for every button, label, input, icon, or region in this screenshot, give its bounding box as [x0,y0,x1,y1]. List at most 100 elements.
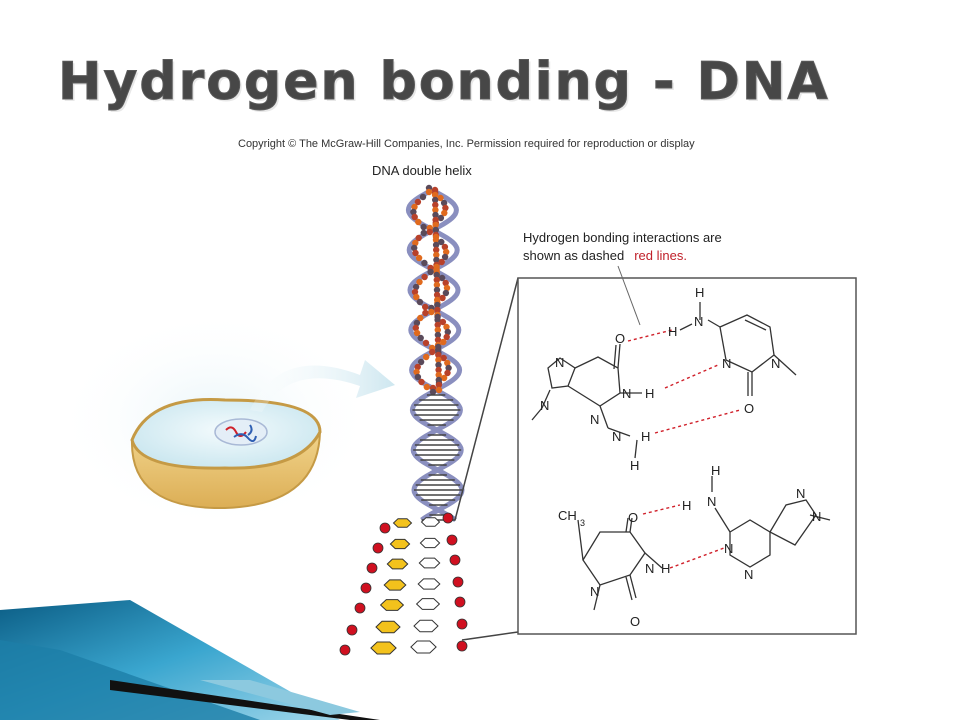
helix-atom [429,348,436,356]
atom-n: N [612,429,621,444]
zoom-line-bottom [461,631,519,641]
helix-atom [426,228,433,236]
phosphate [372,542,384,554]
helix-atom [432,221,439,229]
helix-atom [411,213,418,221]
phosphate [446,534,458,546]
atom-n: N [722,356,731,371]
dna-helix [339,184,468,656]
helix-atom [435,361,442,369]
atom-o: O [615,331,625,346]
atom-h: H [695,285,704,300]
helix-atom [413,319,421,327]
helix-atom [444,328,451,336]
atom-n: N [724,541,733,556]
helix-atom [442,289,450,297]
phosphate [456,640,468,652]
helix-atom [438,238,445,246]
helix-atom [439,294,446,302]
atom-n: N [796,486,805,501]
atom-n: N [771,356,780,371]
base-ring [389,538,411,550]
cell-dish [55,310,375,530]
helix-atom [434,321,441,329]
helix-atom [444,359,451,367]
helix-atom [433,271,440,279]
atom-h: H [630,458,639,473]
helix-atom [435,371,442,379]
phosphate [379,522,391,534]
atom-sub3: 3 [580,518,585,528]
helix-atom [443,323,450,331]
helix-atom [434,326,441,334]
atom-n: N [555,355,564,370]
helix-atom [432,196,439,204]
helix-atom [412,324,419,332]
helix-atom [415,218,422,226]
hbond-note: Hydrogen bonding interactions are shown … [523,229,722,265]
base-ring [415,598,441,610]
helix-atom [434,316,441,324]
helix-atom [443,333,450,341]
helix-atom [422,309,429,317]
atom-h: H [645,386,654,401]
slide-title: Hydrogen bonding - DNA [58,52,830,113]
helix-atom [437,194,444,202]
helix-atom [420,229,427,237]
helix-atom [422,339,430,347]
atom-o: O [628,510,638,525]
helix-atom [444,369,451,377]
base-ring [417,578,441,590]
atom-o: O [744,401,754,416]
base-ring [419,537,441,549]
atom-ch: CH [558,508,577,523]
helix-atom [443,284,451,292]
hbond-note-red: red lines. [634,248,687,263]
helix-atom [434,331,442,339]
helix-atom [414,198,422,206]
helix-atom [435,351,442,359]
helix-atom [422,303,429,311]
hbond-2 [664,364,719,389]
helix-atom [433,276,440,284]
atom-h: H [668,324,677,339]
helix-atom [439,318,447,326]
helix-atom [431,191,439,199]
phosphate [346,624,358,636]
note-pointer [617,265,641,326]
base-ring [375,620,401,634]
helix-atom [442,279,449,287]
helix-atom [417,314,424,322]
atom-n: N [694,314,703,329]
helix-atom [413,368,420,376]
helix-atom [416,278,423,286]
helix-atom [412,239,419,247]
helix-atom [438,274,446,282]
base-ring [420,517,441,527]
base-ring [413,619,439,633]
atom-n: N [590,412,599,427]
helix-atom [417,358,425,366]
helix-atom [435,386,443,394]
hbond-note-line1: Hydrogen bonding interactions are [523,230,722,245]
atom-h: H [641,429,650,444]
helix-atom [415,234,422,242]
helix-atom [441,243,449,251]
helix-atom [411,288,419,296]
atom-n: N [707,494,716,509]
hbond-note-shown: shown as dashed [523,248,625,263]
helix-atom [434,306,441,314]
helix-label: DNA double helix [372,163,472,178]
base-ring [379,599,405,611]
at-pair-bonds [577,476,831,611]
helix-atom [411,244,418,252]
helix-atom [434,301,441,309]
helix-atom [432,206,439,214]
helix-atom [420,223,427,231]
helix-atom [421,259,428,267]
atom-n: N [645,561,654,576]
helix-atom [432,201,439,209]
atom-h: H [661,561,670,576]
helix-atom [414,363,421,371]
atom-labels: N O N H N N N H H H N H N N O CH 3 O N H… [540,285,821,629]
